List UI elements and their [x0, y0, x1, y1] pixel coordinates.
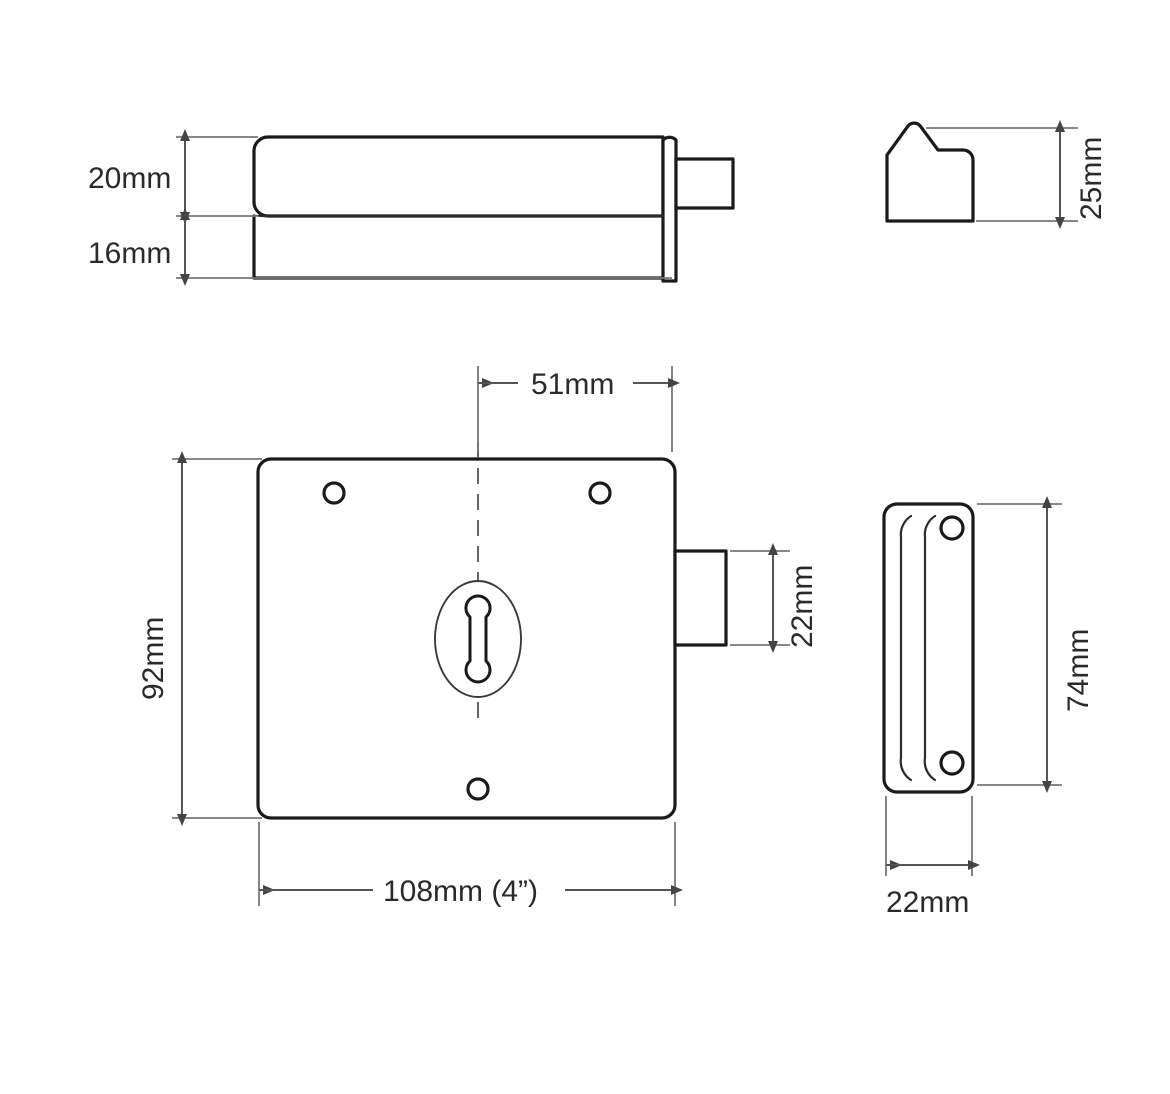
end-profile-outline: [885, 121, 975, 223]
dim-label-22mm-striker: 22mm: [886, 886, 969, 919]
dim-label-74mm: 74mm: [1062, 629, 1095, 712]
striker-screw-hole-top: [939, 515, 965, 541]
bolt-projection-front: [673, 549, 728, 647]
bolt-projection-top: [674, 157, 735, 210]
striker-plate-outline: [882, 502, 975, 794]
faceplate-strip: [661, 135, 678, 283]
striker-screw-hole-bottom: [939, 750, 965, 776]
striker-lip-inner-curve: [923, 514, 937, 782]
dim-label-51mm-bg: [518, 366, 633, 402]
top-view-group: 20mm 16mm: [88, 129, 735, 286]
dim-label-22mm-bolt: 22mm: [786, 565, 819, 648]
screw-hole-top-right: [588, 481, 612, 505]
end-profile-view-group: 25mm: [885, 120, 1108, 229]
lock-case-top-profile: [252, 135, 665, 218]
dim-label-108mm: 108mm (4”): [383, 875, 538, 908]
dim-label-51mm: 51mm: [531, 368, 614, 401]
dim-label-20mm: 20mm: [88, 162, 171, 195]
screw-hole-bottom: [466, 777, 490, 801]
screw-hole-top-left: [322, 481, 346, 505]
front-view-group: 51mm 92mm 108mm (4”) 22mm: [137, 366, 819, 910]
dim-label-16mm: 16mm: [88, 237, 171, 270]
dim-label-25mm: 25mm: [1075, 137, 1108, 220]
dim-label-92mm: 92mm: [137, 617, 170, 700]
keyhole-slot: [464, 594, 492, 684]
dim-label-108mm-bg: [373, 872, 565, 910]
faceplate-return-line: [252, 214, 665, 280]
striker-plate-view-group: 74mm 22mm: [882, 496, 1095, 919]
striker-lip-outer-curve: [899, 514, 913, 782]
